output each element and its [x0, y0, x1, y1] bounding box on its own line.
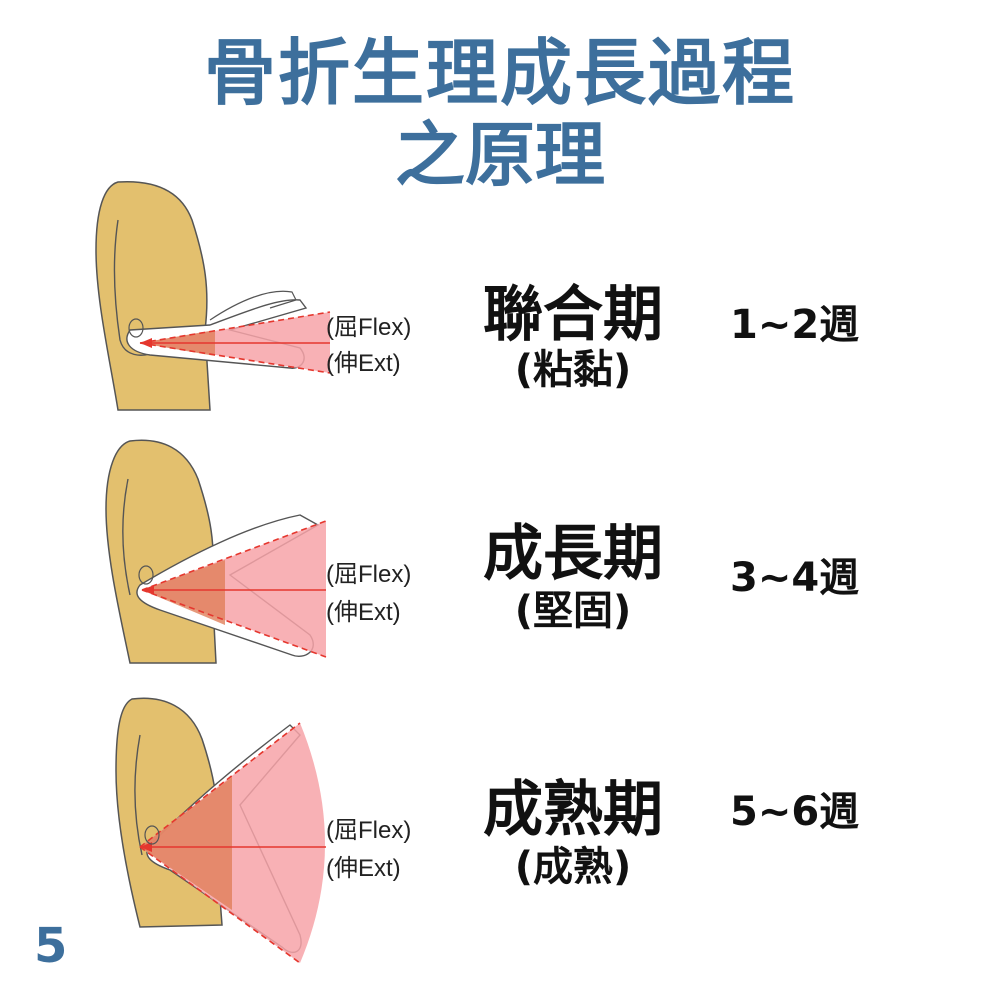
elbow-joint — [128, 318, 144, 338]
ext-boundary-line — [139, 846, 301, 964]
elbow-range-illustration — [105, 439, 327, 664]
active-range-fan — [140, 777, 232, 910]
elbow-joint — [144, 825, 160, 845]
arrow-head — [140, 338, 152, 348]
stage-name: 聯合期 — [483, 280, 663, 350]
stage-sub: (成熟) — [514, 844, 632, 890]
upper-arm-outline — [134, 734, 143, 856]
page-number: 5 — [34, 918, 68, 974]
arrow-head — [142, 585, 154, 595]
ext-label: (伸Ext) — [326, 599, 401, 626]
stage-sub: (粘黏) — [514, 347, 632, 393]
flex-boundary-line — [139, 722, 301, 848]
arrow-head — [140, 842, 152, 852]
ext-label: (伸Ext) — [326, 855, 401, 882]
elbow-range-illustration — [115, 697, 326, 964]
ext-boundary-line — [141, 589, 327, 658]
active-range-fan — [142, 560, 225, 625]
stage-panel-1: (屈Flex) (伸Ext) 聯合期 (粘黏) 1~2週 — [0, 180, 1000, 420]
page-title: 骨折生理成長過程 — [203, 31, 796, 115]
motion-range-fan — [142, 521, 326, 657]
elbow-range-illustration — [95, 180, 331, 411]
stage-panel-3: (屈Flex) (伸Ext) 成熟期 (成熟) 5~6週 — [0, 695, 1000, 985]
stage-name: 成熟期 — [483, 775, 663, 845]
stage-name: 成長期 — [483, 519, 663, 589]
stage-sub: (堅固) — [514, 588, 632, 634]
upper-arm-outline — [113, 219, 161, 356]
flex-label: (屈Flex) — [326, 561, 412, 588]
stage-weeks: 3~4週 — [730, 555, 860, 601]
elbow-joint — [138, 565, 154, 585]
stage-weeks: 5~6週 — [730, 789, 860, 835]
flex-boundary-line — [141, 520, 327, 591]
flex-label: (屈Flex) — [326, 314, 412, 341]
stage-panel-2: (屈Flex) (伸Ext) 成長期 (堅固) 3~4週 — [0, 435, 1000, 675]
ext-label: (伸Ext) — [326, 350, 401, 377]
upper-arm-outline — [122, 478, 131, 596]
flex-boundary-line — [139, 311, 331, 344]
hand-outline — [209, 290, 297, 321]
motion-range-fan — [140, 723, 325, 963]
page-subtitle: 之原理 — [395, 114, 605, 196]
torso-silhouette — [95, 180, 211, 411]
stage-weeks: 1~2週 — [730, 302, 860, 348]
flex-label: (屈Flex) — [326, 817, 412, 844]
ext-boundary-line — [139, 342, 331, 374]
